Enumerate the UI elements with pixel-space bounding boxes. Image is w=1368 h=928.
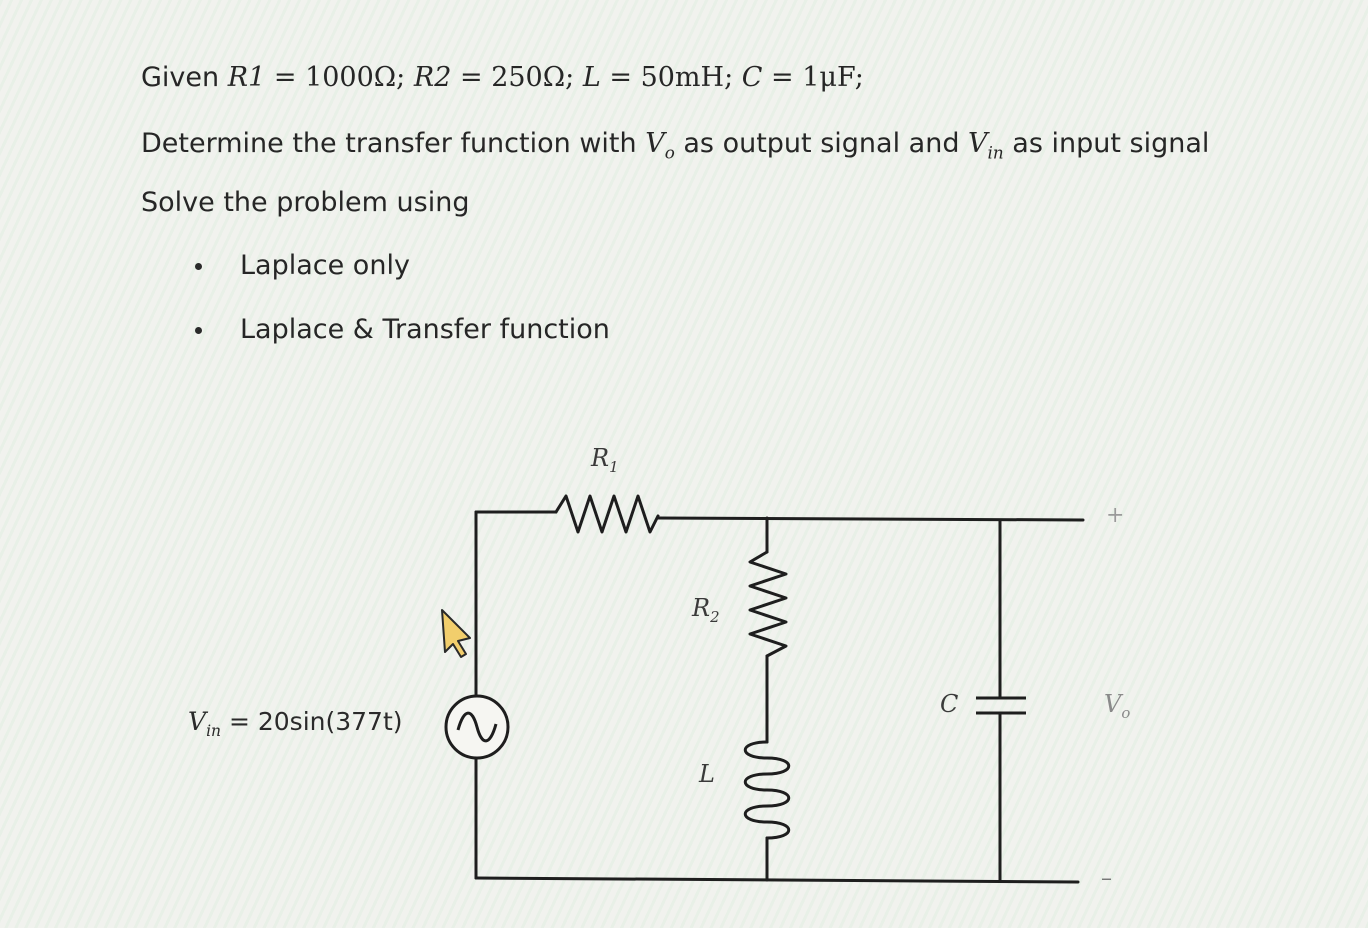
task-part3: as input signal xyxy=(1012,128,1210,159)
c-variable: C xyxy=(741,62,763,93)
c-value: 1μF; xyxy=(802,62,864,93)
method-intro: Solve the problem using xyxy=(141,187,470,218)
bullet-icon xyxy=(195,327,202,334)
r1-value: 1000Ω; xyxy=(305,62,406,93)
task-statement: Determine the transfer function with Vo … xyxy=(141,128,1209,162)
method-label: Laplace & Transfer function xyxy=(240,314,610,345)
resistor-r2-icon xyxy=(748,550,788,658)
l-label: L xyxy=(699,760,715,788)
inductor-l-icon xyxy=(744,740,790,840)
bullet-icon xyxy=(195,263,202,270)
task-vo: Vo xyxy=(645,128,675,163)
mouse-cursor-icon xyxy=(441,609,471,658)
l-value: 50mH; xyxy=(640,62,734,93)
ac-source-icon xyxy=(444,694,510,760)
r2-value: 250Ω; xyxy=(491,62,575,93)
source-label: Vin = 20sin(377t) xyxy=(188,707,403,740)
method-label: Laplace only xyxy=(240,250,410,281)
method-item-laplace-transfer: Laplace & Transfer function xyxy=(195,314,610,345)
c-label: C xyxy=(940,690,959,718)
l-variable: L xyxy=(582,62,601,93)
given-values: Given R1 = 1000Ω; R2 = 250Ω; L = 50mH; C… xyxy=(141,62,864,93)
vo-label: Vo xyxy=(1104,690,1131,722)
source-variable: Vin xyxy=(188,707,222,740)
r2-label: R2 xyxy=(692,594,720,626)
task-part2: as output signal and xyxy=(683,128,960,159)
r1-variable: R1 xyxy=(227,62,266,93)
task-vin: Vin xyxy=(968,128,1004,163)
capacitor-c-icon xyxy=(976,696,1026,715)
r1-label: R1 xyxy=(591,444,619,476)
source-expression: = 20sin(377t) xyxy=(228,707,403,736)
minus-terminal: – xyxy=(1101,866,1112,891)
wire-bottom xyxy=(474,876,1080,884)
resistor-r1-icon xyxy=(554,494,660,534)
task-part1: Determine the transfer function with xyxy=(141,128,637,159)
r2-variable: R2 xyxy=(413,62,452,93)
given-prefix: Given xyxy=(141,62,220,93)
plus-terminal: + xyxy=(1106,503,1125,528)
method-item-laplace: Laplace only xyxy=(195,250,410,281)
wire-top-right xyxy=(656,516,1085,522)
